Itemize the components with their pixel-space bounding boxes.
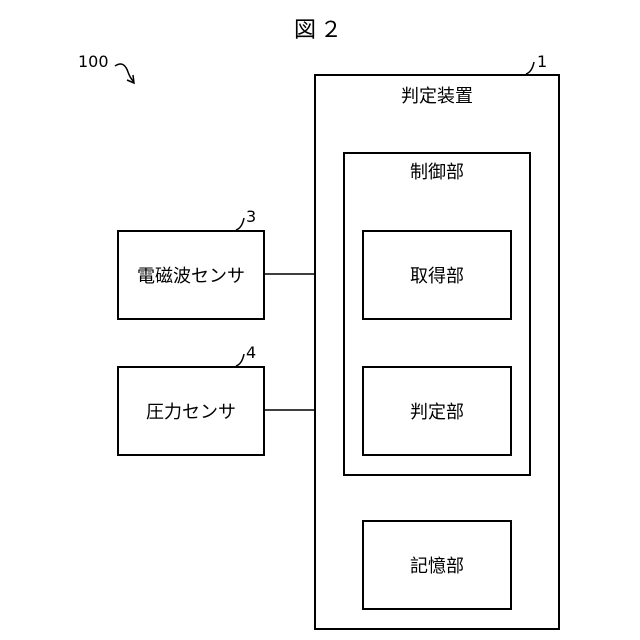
control-unit-label: 制御部 bbox=[343, 164, 531, 182]
acquisition-unit-box: 取得部 bbox=[362, 230, 512, 320]
system-ref-number: 100 bbox=[78, 54, 109, 70]
pressure-sensor-label: 圧力センサ bbox=[146, 398, 236, 424]
pressure-sensor-ref-number: 4 bbox=[246, 345, 256, 361]
storage-unit-box: 記憶部 bbox=[362, 520, 512, 610]
judgment-unit-label: 判定部 bbox=[410, 398, 464, 424]
pressure-sensor-box: 圧力センサ bbox=[117, 366, 265, 456]
judgment-device-label: 判定装置 bbox=[314, 88, 560, 106]
device-ref-number: 1 bbox=[537, 54, 547, 70]
device-ref-leader bbox=[526, 62, 534, 74]
judgment-unit-box: 判定部 bbox=[362, 366, 512, 456]
em-sensor-label: 電磁波センサ bbox=[137, 262, 245, 288]
em-sensor-box: 電磁波センサ bbox=[117, 230, 265, 320]
pressure-sensor-ref-leader bbox=[236, 354, 244, 366]
system-ref-arrow bbox=[115, 64, 134, 82]
em-sensor-ref-leader bbox=[236, 218, 244, 230]
em-sensor-ref-number: 3 bbox=[246, 209, 256, 225]
acquisition-unit-label: 取得部 bbox=[410, 262, 464, 288]
storage-unit-label: 記憶部 bbox=[410, 552, 464, 578]
